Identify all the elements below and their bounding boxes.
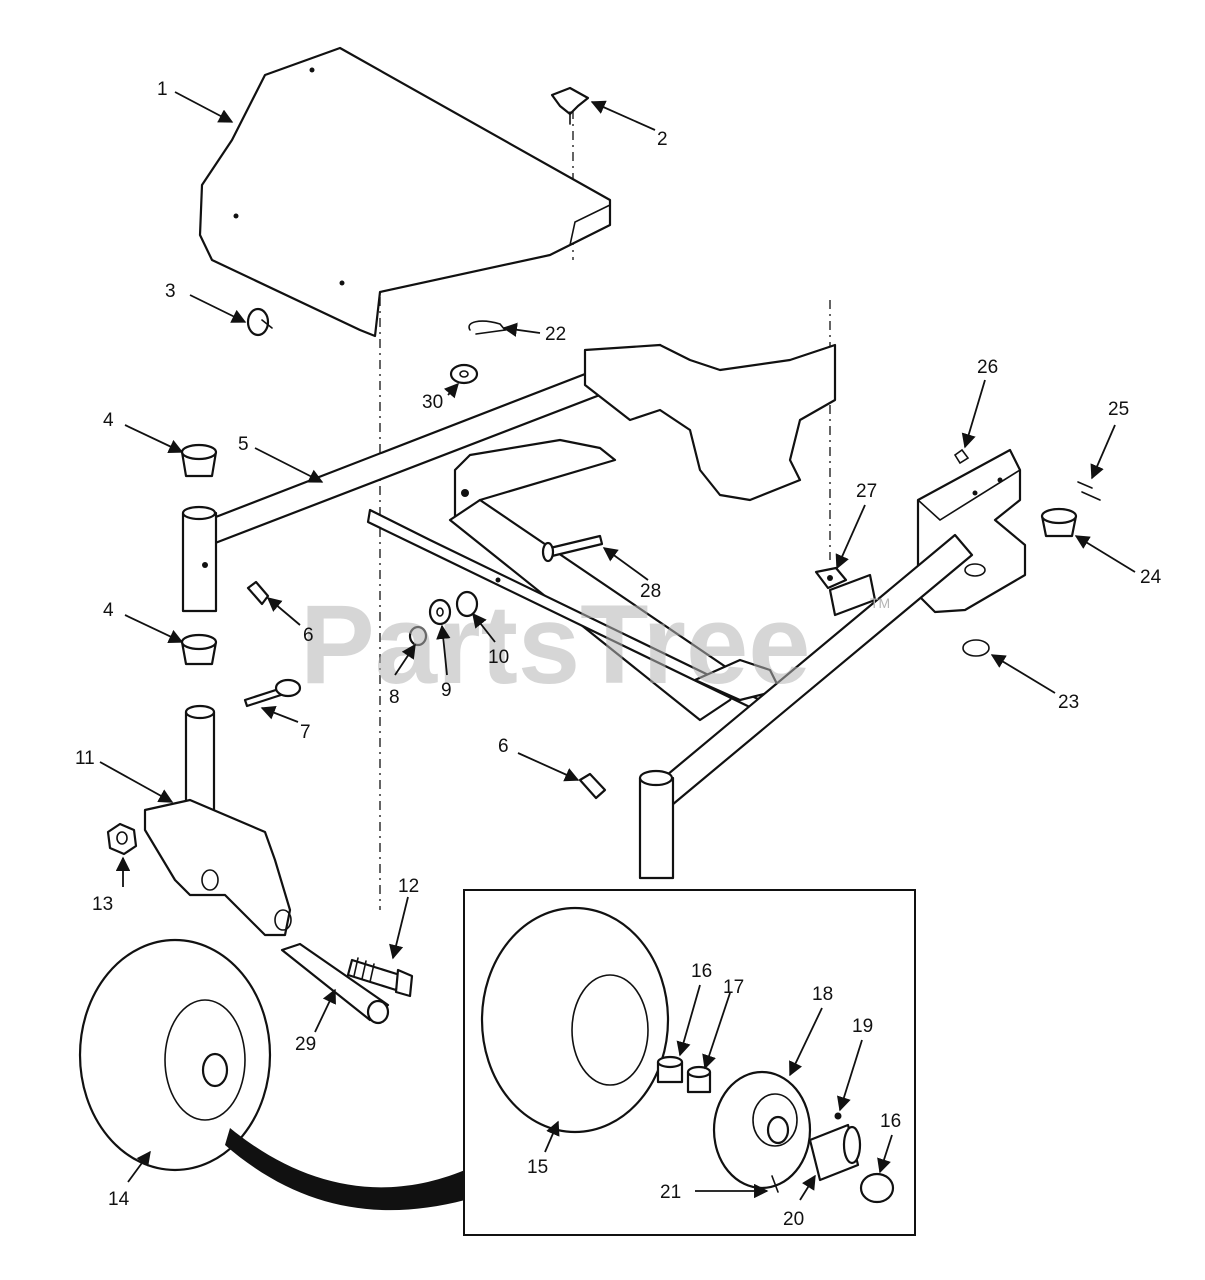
- caster-fork-part-11: [143, 704, 292, 937]
- bushing-part-4-upper: [180, 443, 218, 478]
- washer-part-8: [408, 625, 428, 647]
- callout-19: 19: [852, 1016, 873, 1037]
- washer-part-30: [449, 363, 479, 385]
- bolt-part-12: [346, 957, 414, 998]
- wheel-part-14: [78, 938, 465, 1211]
- pin-part-21: [771, 1175, 779, 1193]
- callout-11: 11: [75, 748, 95, 769]
- axle-frame-part-5: [206, 343, 837, 722]
- right-axle-tube: [638, 533, 974, 880]
- lock-nut-part-13: [106, 822, 138, 856]
- callout-13: 13: [92, 894, 113, 915]
- callout-4-lower: 4: [103, 600, 114, 621]
- washer-part-9: [428, 598, 452, 626]
- callout-labels: 1 2 3 4 4 5 6 6 7 8 9 10 11 12 13 14 15 …: [75, 79, 1162, 1230]
- callout-6-lower: 6: [498, 736, 509, 757]
- callout-18: 18: [812, 984, 833, 1005]
- callout-10: 10: [488, 647, 509, 668]
- callout-24: 24: [1140, 567, 1162, 588]
- key-part-26: [953, 448, 970, 465]
- bolt-part-3: [246, 307, 273, 337]
- spacer-part-10: [455, 590, 479, 618]
- bushing-part-4-lower: [180, 633, 218, 666]
- callout-15: 15: [527, 1157, 548, 1178]
- callout-16-left: 16: [691, 961, 712, 982]
- axle-sleeve-part-20: [808, 1123, 862, 1182]
- cover-plate-part-1: [198, 46, 612, 338]
- cotter-part-25: [1077, 481, 1101, 501]
- hairpin-clip-part-22: [468, 320, 507, 335]
- callout-5: 5: [238, 434, 249, 455]
- svg-text:PartsTree: PartsTree: [300, 582, 811, 707]
- callout-22: 22: [545, 324, 566, 345]
- watermark: PartsTree TM: [300, 582, 890, 707]
- svg-text:TM: TM: [870, 595, 890, 611]
- rim-part-18: [712, 1070, 812, 1190]
- callout-9: 9: [441, 680, 452, 701]
- left-pivot-tube: [181, 505, 218, 613]
- callout-26: 26: [977, 357, 998, 378]
- callout-29: 29: [295, 1034, 316, 1055]
- callout-3: 3: [165, 281, 176, 302]
- callout-17: 17: [723, 977, 744, 998]
- callout-30: 30: [422, 392, 443, 413]
- bearing-part-16-right: [859, 1172, 895, 1204]
- grease-fitting-part-19: [834, 1112, 842, 1120]
- callout-20: 20: [783, 1209, 804, 1230]
- grease-fitting-part-6-lower: [578, 772, 607, 800]
- pin-part-7: [243, 678, 302, 708]
- assembly-centerlines: [379, 110, 831, 910]
- callout-27: 27: [856, 481, 877, 502]
- callout-6-upper: 6: [303, 625, 314, 646]
- tire-part-15: [480, 906, 670, 1134]
- callout-1: 1: [157, 79, 168, 100]
- wheel-detail-inset: [463, 889, 916, 1236]
- bearing-part-16-left: [656, 1055, 684, 1084]
- callout-4-upper: 4: [103, 410, 114, 431]
- callout-28: 28: [640, 581, 661, 602]
- callout-14: 14: [108, 1189, 130, 1210]
- callout-25: 25: [1108, 399, 1129, 420]
- callout-23: 23: [1058, 692, 1079, 713]
- knob-part-2: [550, 86, 590, 125]
- nut-part-27: [814, 566, 848, 590]
- bearing-part-17: [686, 1065, 712, 1094]
- callout-12: 12: [398, 876, 419, 897]
- leader-lines: [99, 91, 1136, 1201]
- bushing-part-24: [1040, 507, 1078, 538]
- callout-7: 7: [300, 722, 311, 743]
- callout-21: 21: [660, 1182, 681, 1203]
- callout-16-right: 16: [880, 1111, 901, 1132]
- grease-fitting-part-6-upper: [246, 580, 270, 606]
- axle-tube-part-29: [280, 942, 390, 1025]
- callout-2: 2: [657, 129, 668, 150]
- callout-8: 8: [389, 687, 400, 708]
- clevis-pin-part-28: [541, 534, 604, 563]
- retaining-ring-part-23: [962, 639, 990, 657]
